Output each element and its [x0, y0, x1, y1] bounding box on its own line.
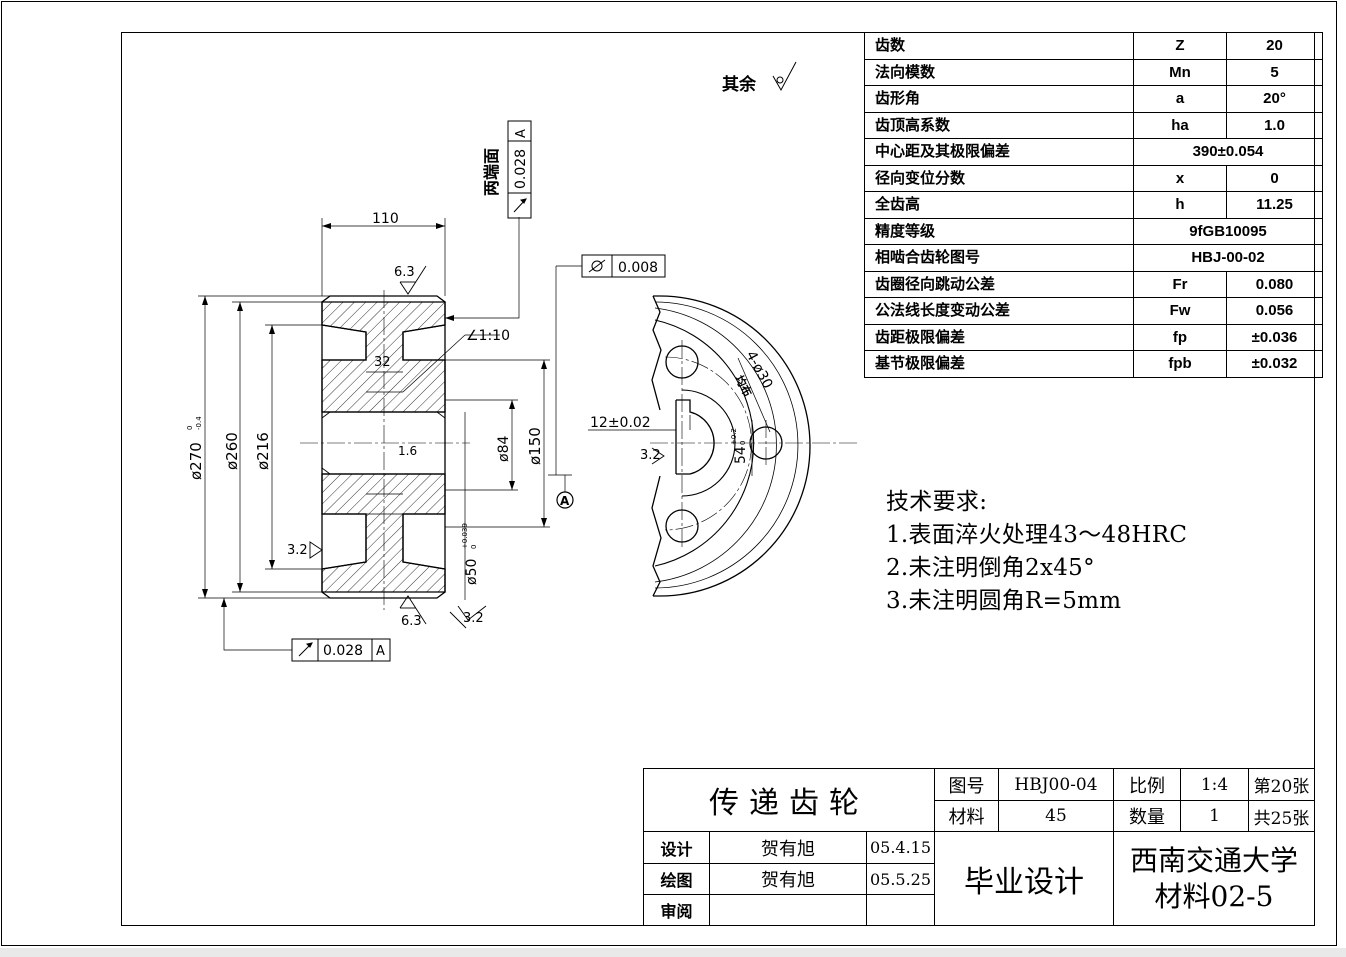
- dim-width: 110: [372, 211, 399, 227]
- dim-dia-270-upper: 0: [186, 426, 194, 430]
- scale-label: 比例: [1113, 768, 1181, 801]
- cylindricity-value: 0.008: [618, 260, 658, 276]
- total-sheets: 共25张: [1248, 800, 1315, 832]
- sheet-number: 第20张: [1248, 768, 1315, 801]
- face-runout-value: 0.028: [513, 149, 529, 189]
- front-half-view: [651, 295, 811, 597]
- qty-value: 1: [1180, 800, 1249, 832]
- material-value: 45: [998, 800, 1114, 832]
- tech-item: 2.未注明倒角2x45°: [886, 555, 1095, 581]
- material-label: 材料: [934, 800, 999, 832]
- review-date: [866, 894, 935, 926]
- dim-dia-150: ø150: [526, 427, 544, 465]
- dim-dia-84: ø84: [496, 436, 512, 462]
- tech-item: 1.表面淬火处理43～48HRC: [886, 522, 1188, 548]
- datum-a-marker: [556, 491, 574, 509]
- cylindricity-frame: [581, 254, 666, 278]
- dim-dia-50: ø50: [464, 559, 480, 585]
- radial-runout-frame: [291, 638, 391, 662]
- keyway-depth-lower: 0: [739, 441, 747, 445]
- remaining-finish-label: 其余: [722, 74, 757, 95]
- class-name: 材料02-5: [1154, 879, 1274, 913]
- drafter-name: 贺有旭: [709, 863, 867, 895]
- dim-dia-216: ø216: [254, 432, 272, 470]
- both-faces-label: 两端面: [482, 148, 501, 196]
- school-block: 西南交通大学 材料02-5: [1113, 831, 1315, 926]
- part-name: 传递齿轮: [643, 768, 935, 832]
- tech-item: 3.未注明圆角R=5mm: [886, 588, 1122, 614]
- designer-name: 贺有旭: [709, 831, 867, 864]
- dim-dia-50-lower: 0: [470, 545, 478, 549]
- scale-value: 1:4: [1180, 768, 1249, 801]
- tech-title: 技术要求:: [886, 489, 988, 515]
- dim-chamfer: 1.6: [398, 444, 417, 458]
- title-block: 传递齿轮 图号 HBJ00-04 比例 1:4 第20张 材料 45 数量 1 …: [643, 768, 1315, 926]
- rough-32-side: 3.2: [640, 448, 661, 463]
- dim-dia-270-lower: -0.4: [195, 416, 203, 430]
- review-label: 审阅: [643, 894, 710, 926]
- dim-dia-260: ø260: [223, 432, 241, 470]
- rough-32-left: 3.2: [287, 543, 308, 558]
- school-name: 西南交通大学: [1129, 843, 1298, 877]
- section-view: [321, 295, 446, 599]
- holes-distribution: 均布: [732, 373, 755, 399]
- face-runout-frame: [507, 120, 532, 219]
- rough-32-bottom: 3.2: [463, 611, 484, 626]
- qty-label: 数量: [1113, 800, 1181, 832]
- drawing-no-label: 图号: [934, 768, 999, 801]
- dim-dia-50-upper: +0.039: [461, 523, 469, 549]
- dim-dia-270: ø270: [187, 442, 205, 480]
- design-date: 05.4.15: [866, 831, 935, 864]
- bottom-scrollbar[interactable]: [0, 948, 1346, 957]
- dim-taper: ∠1:10: [466, 328, 510, 344]
- drawing-no: HBJ00-04: [998, 768, 1114, 801]
- datum-a-letter: A: [560, 494, 570, 508]
- keyway-width: 12±0.02: [590, 415, 651, 431]
- radial-runout-value: 0.028: [323, 643, 363, 659]
- project-name: 毕业设计: [934, 831, 1114, 926]
- roughness-symbol-icon: [772, 61, 797, 92]
- dim-web: 32: [374, 355, 391, 370]
- rough-63-bottom: 6.3: [401, 614, 422, 629]
- keyway-depth: 54: [733, 446, 749, 464]
- draw-label: 绘图: [643, 863, 710, 895]
- draw-date: 05.5.25: [866, 863, 935, 895]
- design-label: 设计: [643, 831, 710, 864]
- face-runout-datum: A: [514, 129, 529, 138]
- technical-requirements: 技术要求: 1.表面淬火处理43～48HRC 2.未注明倒角2x45° 3.未注…: [886, 486, 1187, 618]
- rough-63-top: 6.3: [394, 265, 415, 280]
- radial-runout-datum: A: [376, 644, 385, 659]
- roughness-marks: [309, 265, 665, 629]
- reviewer-name: [709, 894, 867, 926]
- keyway-depth-upper: +0.2: [730, 428, 738, 445]
